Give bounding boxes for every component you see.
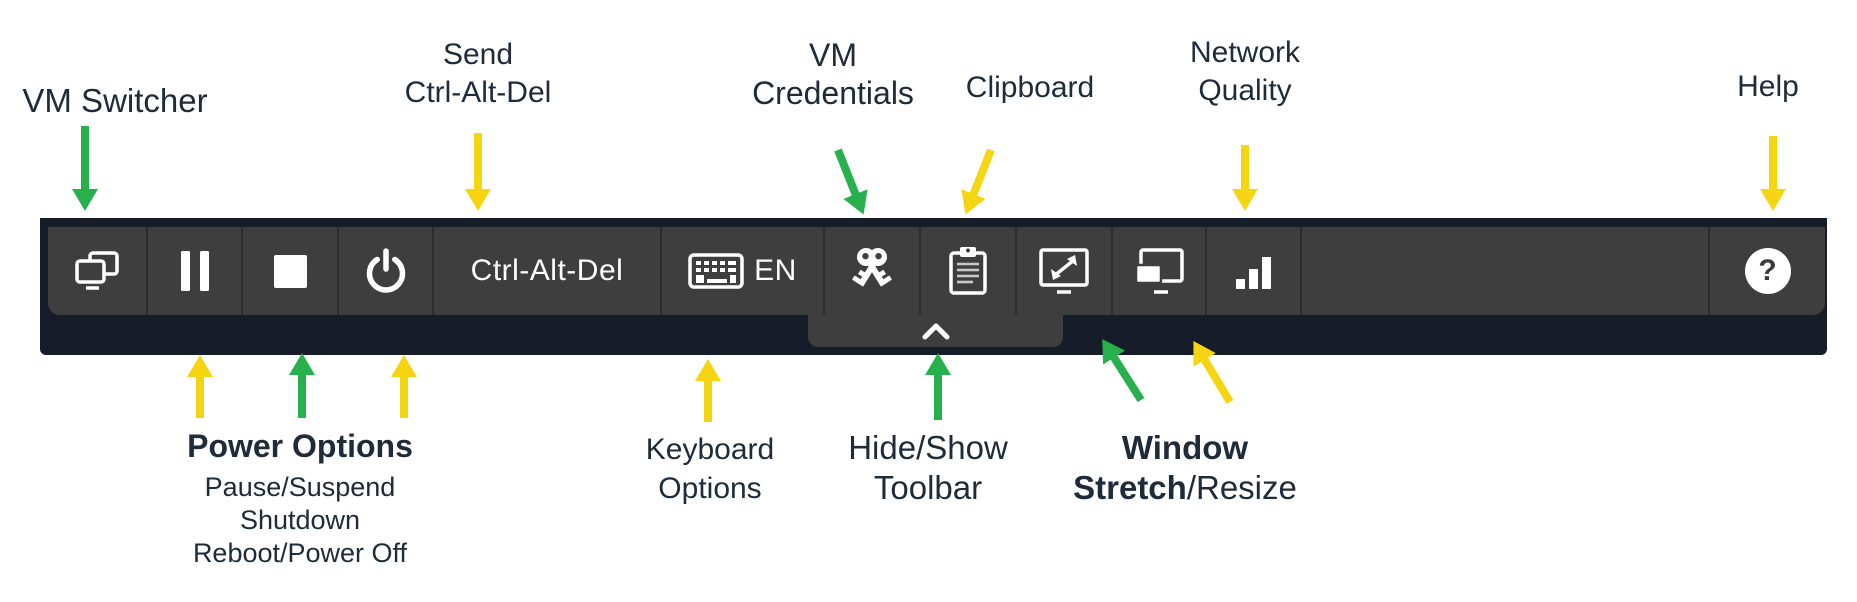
ctrl-alt-del-label: Ctrl-Alt-Del: [470, 254, 624, 287]
keyboard-icon: [688, 253, 744, 289]
clipboard-button[interactable]: [921, 227, 1017, 315]
vm-switcher-label: VM Switcher: [22, 82, 208, 119]
stretch-arrow-icon: [1039, 248, 1089, 294]
stop-icon: [273, 254, 307, 288]
stop-button[interactable]: [243, 227, 339, 315]
vm-credentials-button[interactable]: [825, 227, 921, 315]
power-option-item: Shutdown: [239, 505, 361, 535]
pause-icon: [180, 251, 209, 291]
keys-icon: [852, 248, 892, 287]
ctrl-alt-del-button[interactable]: Ctrl-Alt-Del: [434, 227, 662, 315]
overlapping-windows-icon: [1134, 248, 1184, 294]
clipboard-icon: [949, 247, 987, 295]
power-button[interactable]: [339, 227, 434, 315]
vm-switcher-icon: [75, 251, 119, 290]
clipboard-arrow: [961, 148, 995, 215]
pause-button[interactable]: [148, 227, 243, 315]
window-resize-arrow: [1193, 340, 1234, 405]
network-quality-button[interactable]: [1207, 227, 1302, 315]
window-stretch-button[interactable]: [1017, 227, 1113, 315]
power-option-item: Pause/Suspend: [204, 472, 396, 502]
power-option-item: Reboot/Power Off: [192, 538, 408, 568]
window-stretch-resize-label: Window Stretch/Resize: [1073, 429, 1297, 506]
chevron-up-icon: [922, 323, 949, 340]
hide-show-toolbar-label: Hide/Show Toolbar: [848, 429, 1008, 506]
vm-credentials-arrow: [834, 148, 868, 215]
help-button[interactable]: ?: [1710, 227, 1825, 315]
power-icon: [366, 248, 405, 293]
network-quality-label: Network Quality: [1189, 36, 1301, 107]
toolbar: Ctrl-Alt-Del EN: [48, 227, 1825, 315]
window-resize-button[interactable]: [1113, 227, 1207, 315]
send-ctrl-alt-del-label: Send Ctrl-Alt-Del: [404, 38, 552, 109]
signal-bars-icon: [1235, 257, 1271, 289]
keyboard-language-label: EN: [754, 254, 797, 287]
help-icon: ?: [1744, 248, 1791, 294]
help-label: Help: [1737, 70, 1799, 103]
clipboard-label: Clipboard: [965, 71, 1095, 104]
keyboard-options-button[interactable]: EN: [662, 227, 825, 315]
vm-switcher-button[interactable]: [48, 227, 148, 315]
keyboard-options-label: Keyboard Options: [645, 433, 775, 505]
toolbar-spacer: [1302, 227, 1710, 315]
vm-credentials-label: VM Credentials: [752, 37, 914, 111]
power-options-label: Power Options Pause/Suspend Shutdown Reb…: [140, 428, 460, 570]
hide-show-toolbar-tab[interactable]: [808, 315, 1063, 347]
